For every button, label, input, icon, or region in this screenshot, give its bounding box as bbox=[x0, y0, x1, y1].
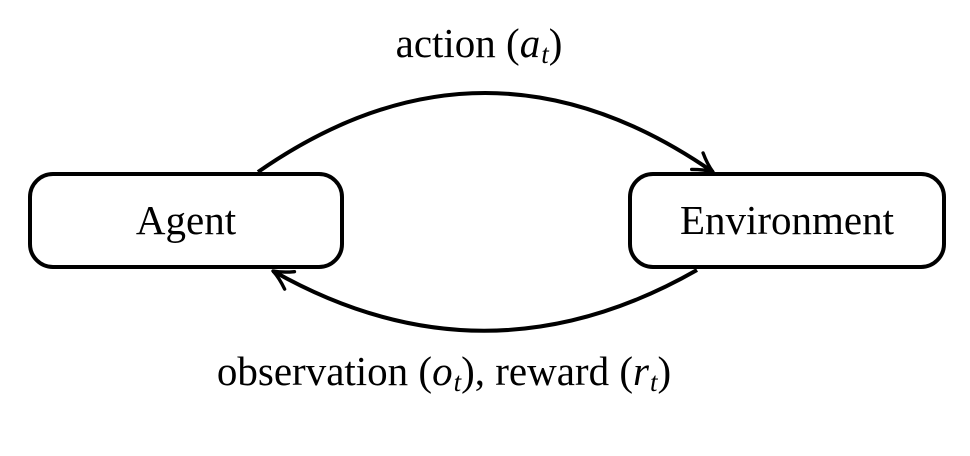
environment-node: Environment bbox=[628, 172, 946, 269]
action-edge-label: action (at) bbox=[395, 20, 563, 70]
action-subscript: t bbox=[541, 38, 549, 69]
environment-label: Environment bbox=[679, 197, 895, 243]
observation-label-text: observation ( bbox=[216, 348, 433, 394]
action-label-text: action ( bbox=[395, 20, 520, 66]
feedback-edge-label: observation (ot), reward (rt) bbox=[216, 348, 672, 398]
reward-subscript: t bbox=[649, 366, 658, 397]
feedback-arrow bbox=[271, 268, 698, 333]
agent-label: Agent bbox=[135, 197, 237, 243]
action-symbol: a bbox=[519, 20, 541, 66]
observation-subscript: t bbox=[453, 366, 462, 397]
action-label-close: ) bbox=[548, 20, 563, 66]
reward-label-text: ), reward ( bbox=[461, 348, 633, 394]
agent-node: Agent bbox=[28, 172, 344, 269]
reward-symbol: r bbox=[632, 348, 649, 394]
action-arrow bbox=[256, 91, 715, 174]
observation-symbol: o bbox=[432, 348, 453, 394]
feedback-label-close: ) bbox=[657, 348, 672, 394]
